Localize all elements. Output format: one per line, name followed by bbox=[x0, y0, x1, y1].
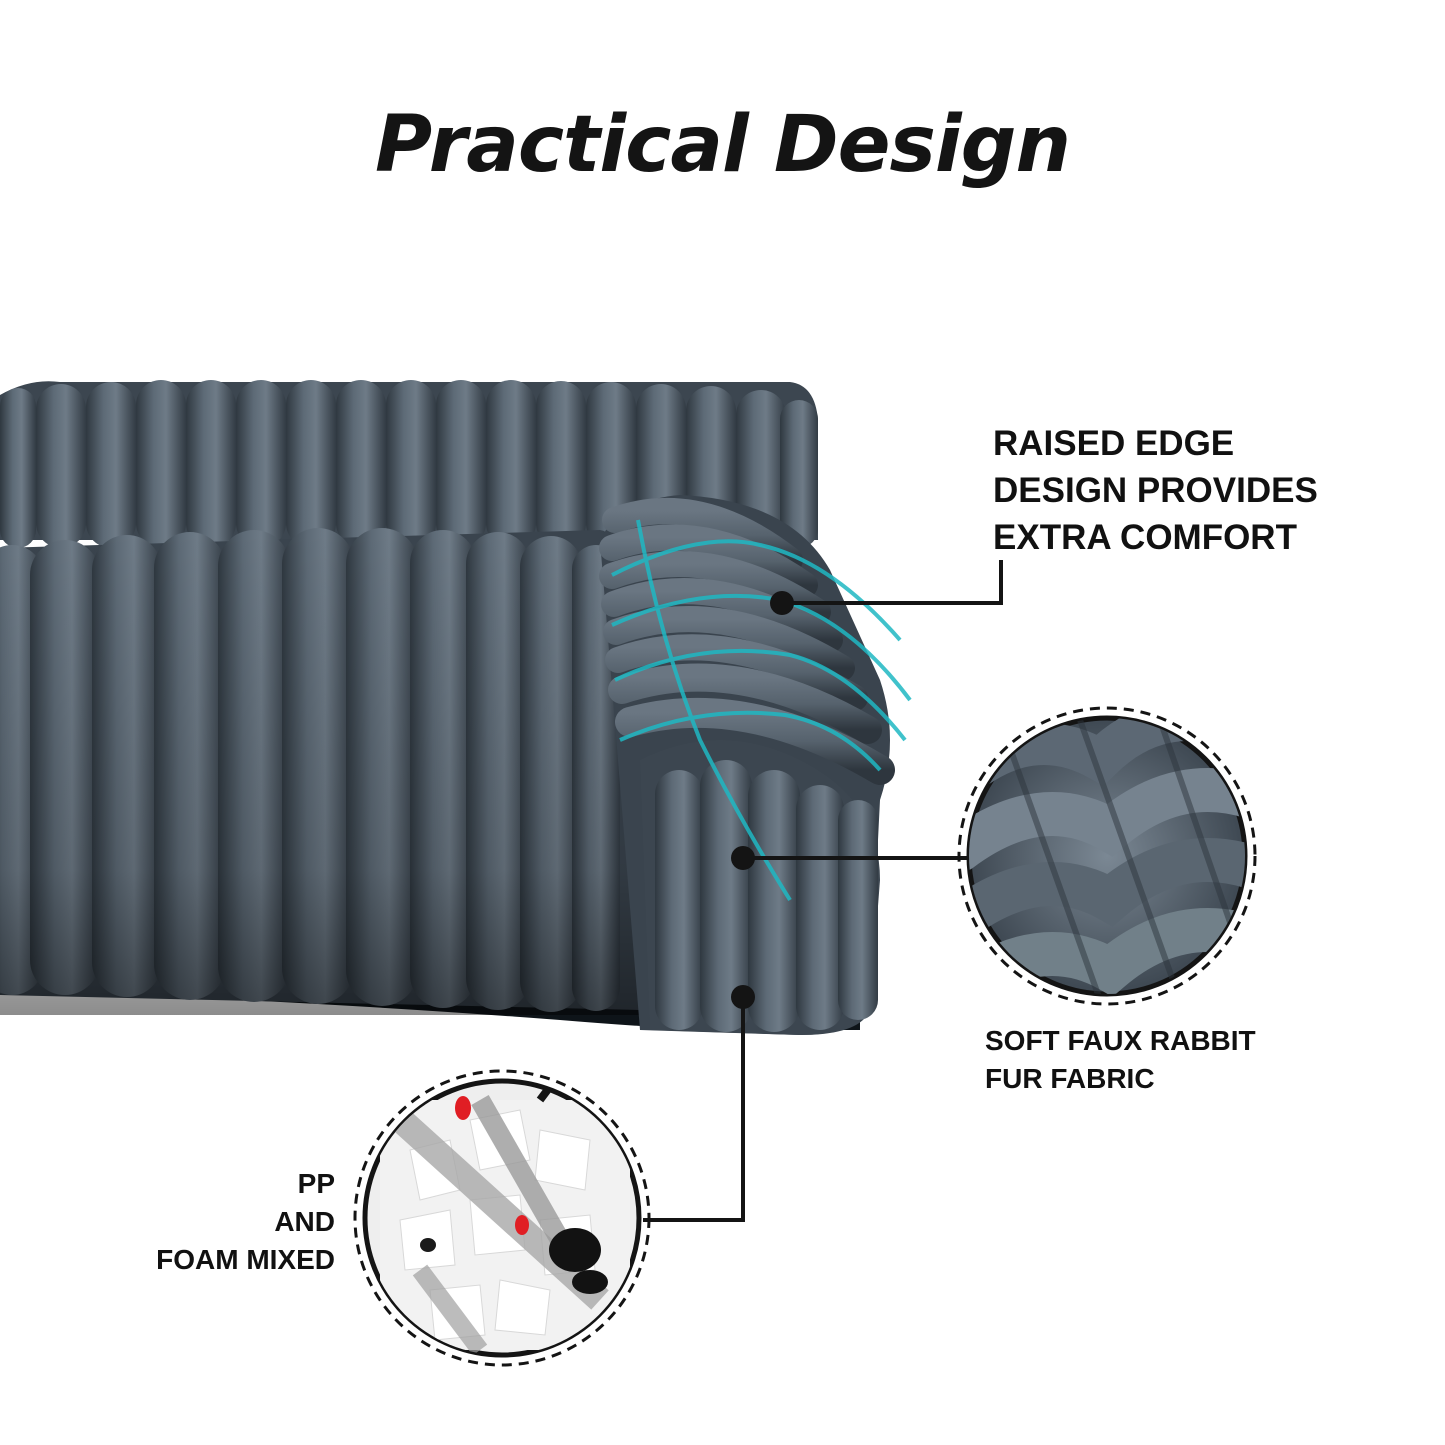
sofa-backrest bbox=[0, 380, 818, 548]
label-line: SOFT FAUX RABBIT bbox=[985, 1025, 1256, 1056]
callout-line-filling bbox=[643, 997, 745, 1222]
filling-detail bbox=[353, 1069, 651, 1367]
sofa-armrest bbox=[599, 495, 895, 1035]
sofa-bed bbox=[0, 380, 912, 1035]
label-line: FOAM MIXED bbox=[156, 1244, 335, 1275]
callout-label-fur-fabric: SOFT FAUX RABBIT FUR FABRIC bbox=[985, 1022, 1256, 1098]
label-line: FUR FABRIC bbox=[985, 1063, 1155, 1094]
callout-dot-filling bbox=[731, 985, 755, 1009]
label-line: RAISED EDGE bbox=[993, 424, 1235, 463]
callout-line-raised-edge bbox=[782, 560, 1003, 605]
callout-lines bbox=[643, 560, 1003, 1222]
callout-label-raised-edge: RAISED EDGE DESIGN PROVIDES EXTRA COMFOR… bbox=[993, 420, 1318, 561]
callout-label-filling: PP AND FOAM MIXED bbox=[156, 1165, 335, 1279]
callout-dot-fur-fabric bbox=[731, 846, 755, 870]
page-title: Practical Design bbox=[374, 100, 1071, 190]
label-line: DESIGN PROVIDES bbox=[993, 471, 1318, 510]
sofa-seat-cushion bbox=[0, 528, 640, 1015]
callout-dots bbox=[731, 591, 794, 1009]
fur-fabric-detail bbox=[957, 706, 1257, 1006]
label-line: EXTRA COMFORT bbox=[993, 518, 1297, 557]
callout-dot-raised-edge bbox=[770, 591, 794, 615]
label-line: PP bbox=[297, 1168, 335, 1199]
label-line: AND bbox=[274, 1206, 335, 1237]
